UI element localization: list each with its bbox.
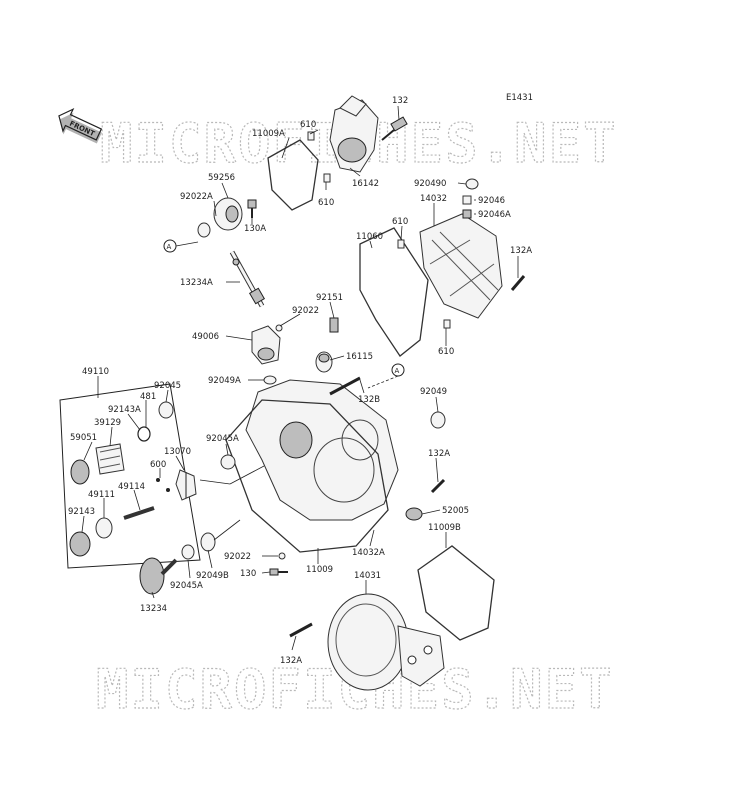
washer-92022-bottom — [278, 552, 286, 560]
label-92022-b: 92022 — [224, 552, 251, 562]
washer-92022A — [197, 222, 211, 238]
label-92045A-b: 92045A — [170, 581, 203, 591]
ref-marker-a-left: A — [163, 239, 199, 253]
label-13234A: 13234A — [180, 278, 213, 288]
front-arrow-icon: FRONT — [58, 107, 103, 144]
label-610-c: 610 — [392, 217, 408, 227]
label-610-a: 610 — [300, 120, 316, 130]
label-130A: 130A — [244, 224, 266, 234]
label-92045: 92045 — [154, 381, 181, 391]
bolt-132A-b — [430, 478, 446, 494]
label-14031: 14031 — [354, 571, 381, 581]
label-13070: 13070 — [164, 447, 191, 457]
label-49110: 49110 — [82, 367, 109, 377]
cap-92046A — [462, 209, 472, 219]
bolt-132A-a — [510, 275, 526, 291]
label-49111: 49111 — [88, 490, 115, 500]
label-92049: 92049 — [420, 387, 447, 397]
impeller-59256 — [213, 197, 243, 231]
label-132A-a: 132A — [510, 246, 532, 256]
label-92143: 92143 — [68, 507, 95, 517]
label-92046A: 92046A — [478, 210, 511, 220]
impeller-13070-icon — [175, 469, 197, 501]
label-481: 481 — [140, 392, 156, 402]
bolt-130A — [247, 199, 257, 218]
washer-92045A-b — [181, 544, 195, 560]
ref-marker-a-right: A — [391, 363, 405, 377]
label-59051: 59051 — [70, 433, 97, 443]
label-130: 130 — [240, 569, 256, 579]
cap-92046 — [462, 195, 472, 205]
pin-610-b — [323, 173, 331, 183]
gasket-11009B — [417, 545, 495, 641]
label-92022A: 92022A — [180, 192, 213, 202]
bolt-132A-c — [289, 622, 313, 638]
label-11009A: 11009A — [252, 129, 285, 139]
label-132A-b: 132A — [428, 449, 450, 459]
label-14032A: 14032A — [352, 548, 385, 558]
gear-13234 — [139, 557, 178, 595]
pin-610-d — [443, 319, 451, 329]
label-92045A-a: 92045A — [206, 434, 239, 444]
part-labels: 132 11009A 610 610 16142 59256 92022A 13… — [68, 96, 532, 666]
pin-610-a — [307, 131, 315, 141]
diagram-code: E1431 — [506, 93, 533, 103]
label-52005: 52005 — [442, 506, 469, 516]
label-92022-a: 92022 — [292, 306, 319, 316]
label-14032: 14032 — [420, 194, 447, 204]
label-39129: 39129 — [94, 418, 121, 428]
seal-92049 — [430, 411, 446, 429]
label-92143A: 92143A — [108, 405, 141, 415]
washer-92049A — [263, 375, 277, 385]
label-16115: 16115 — [346, 352, 373, 362]
plug-92151 — [329, 317, 339, 333]
label-92046: 92046 — [478, 196, 505, 206]
washer-92022-top — [275, 324, 283, 332]
clutch-cover-14032 — [419, 213, 503, 319]
plug-16115 — [315, 351, 333, 373]
bolt-132B — [329, 376, 361, 396]
label-59256: 59256 — [208, 173, 235, 183]
governor-49006 — [251, 325, 281, 365]
label-920490: 920490 — [414, 179, 446, 189]
svg-text:A: A — [395, 367, 400, 375]
label-92049B: 92049B — [196, 571, 229, 581]
pump-assembly-box-49110 — [59, 383, 201, 569]
seal-92045A-a — [220, 454, 236, 470]
bolt-132 — [381, 116, 408, 141]
label-13234: 13234 — [140, 604, 167, 614]
svg-text:A: A — [167, 243, 172, 251]
label-132: 132 — [392, 96, 408, 106]
crankcase-cover — [245, 379, 399, 521]
leader-lines — [81, 105, 519, 651]
label-132A-c: 132A — [280, 656, 302, 666]
label-49006: 49006 — [192, 332, 219, 342]
label-600: 600 — [150, 460, 166, 470]
washer-920490 — [465, 178, 479, 190]
pump-cover-16142 — [329, 95, 379, 173]
label-16142: 16142 — [352, 179, 379, 189]
label-11009: 11009 — [306, 565, 333, 575]
gasket-11060 — [359, 227, 429, 357]
shaft-13234A — [229, 250, 266, 308]
label-11009B: 11009B — [428, 523, 461, 533]
bolt-130 — [269, 568, 288, 576]
plug-52005 — [405, 507, 423, 521]
gasket-11009A — [267, 139, 319, 211]
label-610-b: 610 — [318, 198, 334, 208]
label-610-d: 610 — [438, 347, 454, 357]
seal-92049B — [200, 532, 216, 552]
label-49114: 49114 — [118, 482, 145, 492]
label-92049A: 92049A — [208, 376, 241, 386]
pin-610-c — [397, 239, 405, 249]
magneto-cover-14031 — [327, 593, 445, 691]
gasket-11009 — [225, 399, 389, 553]
label-132B: 132B — [358, 395, 380, 405]
label-92151: 92151 — [316, 293, 343, 303]
label-11060: 11060 — [356, 232, 383, 242]
